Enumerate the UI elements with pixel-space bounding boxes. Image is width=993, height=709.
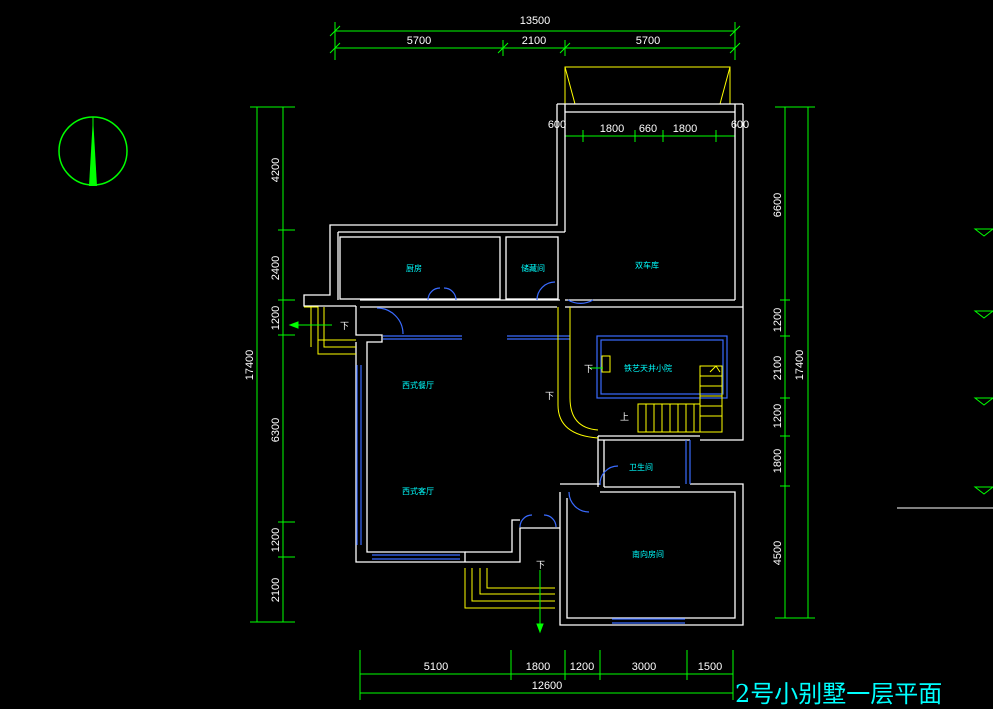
room-label-dining: 西式餐厅: [402, 380, 434, 390]
room-label-bathroom: 卫生间: [629, 462, 653, 472]
dim-right-part-5: 1800: [772, 449, 784, 473]
dim-top-part-2: 2100: [522, 35, 546, 47]
dim-bottom-part-5: 1500: [698, 661, 722, 673]
room-label-living: 西式客厅: [402, 486, 434, 496]
room-label-kitchen: 厨房: [406, 263, 422, 273]
room-label-courtyard: 铁艺天井小院: [624, 363, 672, 373]
dim-bottom-part-1: 5100: [424, 661, 448, 673]
dim-left-part-3: 1200: [270, 306, 282, 330]
dim-left-part-2: 2400: [270, 256, 282, 280]
room-label-south-bedroom: 南向房间: [632, 549, 664, 559]
top-dimension-lines: [329, 22, 741, 142]
room-label-storage: 储藏间: [521, 263, 545, 273]
room-label-garage: 双车库: [635, 260, 659, 270]
down-mark-south-entry: 下: [536, 561, 545, 571]
dim-right-part-4: 1200: [772, 404, 784, 428]
elevation-triangle-icon: [973, 228, 993, 495]
windows: [356, 335, 728, 624]
dim-top-part-1: 5700: [407, 35, 431, 47]
right-dimension-lines: [775, 106, 815, 619]
drawing-title: 2号小别墅一层平面: [735, 680, 943, 708]
exterior-walls: [303, 103, 744, 626]
dim-bottom-part-4: 3000: [632, 661, 656, 673]
dim-bottom-part-3: 1200: [570, 661, 594, 673]
left-dimension-lines: [250, 106, 295, 623]
dim-left-total: 17400: [244, 350, 256, 381]
north-arrow-icon: [58, 116, 128, 186]
garage-canopy: [564, 66, 731, 105]
dim-top-part-3: 5700: [636, 35, 660, 47]
up-mark-stair: 上: [620, 412, 629, 423]
dim-right-total: 17400: [794, 350, 806, 381]
down-mark-courtyard: 下: [584, 365, 593, 375]
dim-garage-part-2: 1800: [600, 123, 624, 135]
bottom-dimension-lines: [359, 650, 734, 700]
dim-left-part-5: 1200: [270, 528, 282, 552]
dim-top-total: 13500: [520, 15, 551, 27]
down-mark-west-entry: 下: [340, 322, 349, 332]
doors: [376, 281, 619, 528]
dim-right-part-6: 4500: [772, 541, 784, 565]
dim-right-part-1: 6600: [772, 193, 784, 217]
dim-garage-part-5: 600: [731, 119, 749, 131]
exit-arrows: [288, 321, 603, 634]
dim-garage-part-4: 1800: [673, 123, 697, 135]
dim-right-part-2: 1200: [772, 308, 784, 332]
dim-right-part-3: 2100: [772, 356, 784, 380]
dim-bottom-part-2: 1800: [526, 661, 550, 673]
dim-left-part-4: 6300: [270, 418, 282, 442]
dim-left-part-1: 4200: [270, 158, 282, 182]
dim-bottom-total: 12600: [532, 680, 563, 692]
down-mark-corridor: 下: [545, 392, 554, 402]
dim-garage-part-3: 660: [639, 123, 657, 135]
steps-and-stairs: [304, 306, 723, 609]
dim-left-part-6: 2100: [270, 578, 282, 602]
